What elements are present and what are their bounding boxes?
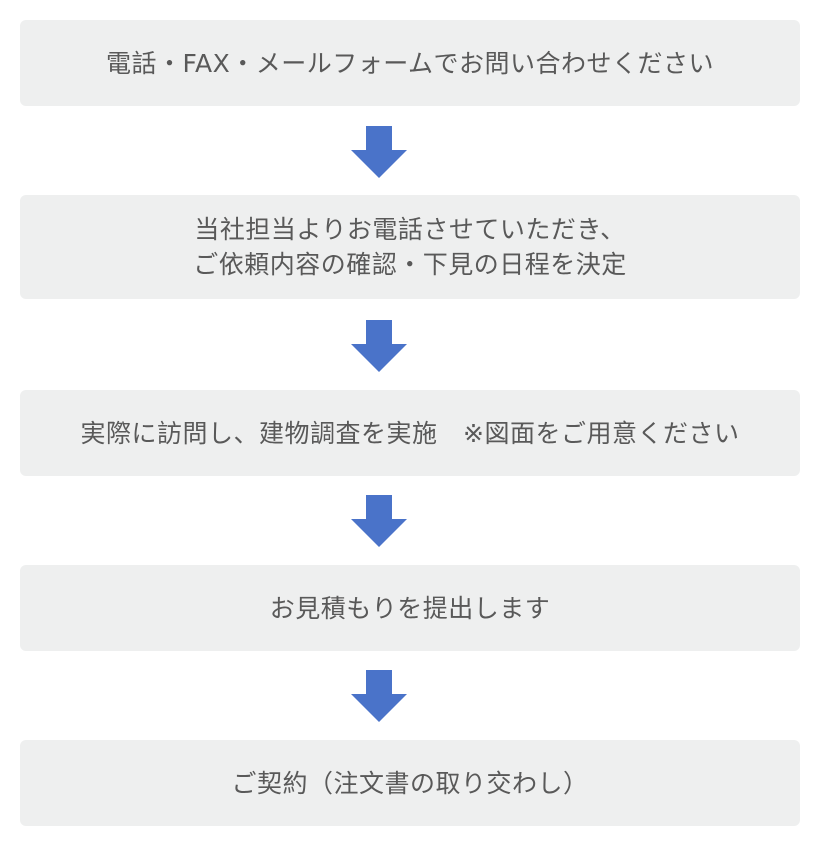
step-5-box: ご契約（注文書の取り交わし） <box>20 740 800 826</box>
arrow-down-icon <box>351 126 407 178</box>
arrow-down-icon <box>351 495 407 547</box>
step-5-text: ご契約（注文書の取り交わし） <box>231 768 589 798</box>
arrow-down-icon <box>351 320 407 372</box>
step-2-text-line-2: ご依頼内容の確認・下見の日程を決定 <box>193 250 627 279</box>
step-3-text: 実際に訪問し、建物調査を実施 ※図面をご用意ください <box>80 418 740 448</box>
step-3-box: 実際に訪問し、建物調査を実施 ※図面をご用意ください <box>20 390 800 476</box>
step-4-box: お見積もりを提出します <box>20 565 800 651</box>
step-1-box: 電話・FAX・メールフォームでお問い合わせください <box>20 20 800 106</box>
step-1-text: 電話・FAX・メールフォームでお問い合わせください <box>105 48 715 78</box>
step-4-text: お見積もりを提出します <box>269 593 551 623</box>
arrow-down-icon <box>351 670 407 722</box>
step-2-box: 当社担当よりお電話させていただき、 ご依頼内容の確認・下見の日程を決定 <box>20 195 800 299</box>
step-2-text-line-1: 当社担当よりお電話させていただき、 <box>194 215 626 244</box>
